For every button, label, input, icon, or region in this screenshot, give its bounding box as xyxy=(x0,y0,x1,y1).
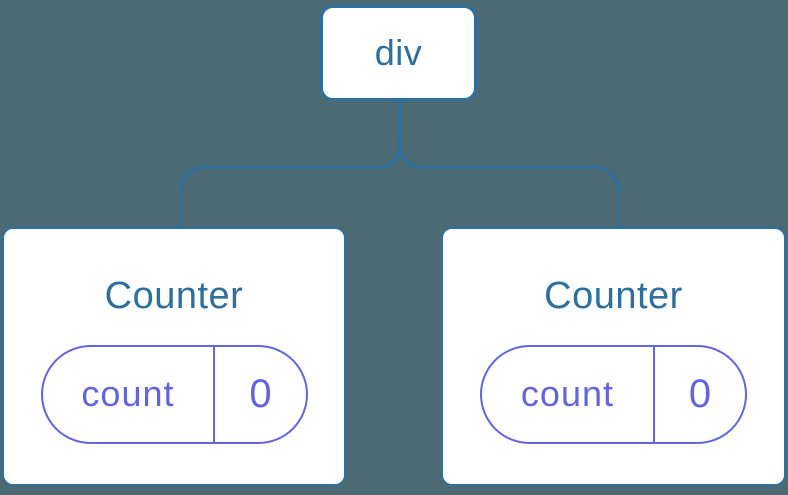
connector-right-branch-line xyxy=(397,142,621,229)
state-value-cell: 0 xyxy=(213,346,305,442)
counter-title: Counter xyxy=(544,275,683,317)
div-node-label: div xyxy=(374,32,423,73)
state-badge: count 0 xyxy=(480,344,747,444)
connector-left-branch-line xyxy=(178,142,402,229)
counter-title: Counter xyxy=(104,275,244,317)
state-value: 0 xyxy=(688,371,712,416)
state-key-cell: count xyxy=(43,347,214,442)
state-key-label: count xyxy=(81,373,175,415)
tree-node-div: div xyxy=(320,5,477,101)
state-key-cell: count xyxy=(482,347,653,442)
state-key-label: count xyxy=(520,373,614,415)
state-value-cell: 0 xyxy=(652,346,745,442)
counter-component-card: Counter count 0 xyxy=(441,227,786,486)
state-badge: count 0 xyxy=(40,344,308,444)
state-value: 0 xyxy=(249,371,272,416)
counter-component-card: Counter count 0 xyxy=(2,227,346,486)
